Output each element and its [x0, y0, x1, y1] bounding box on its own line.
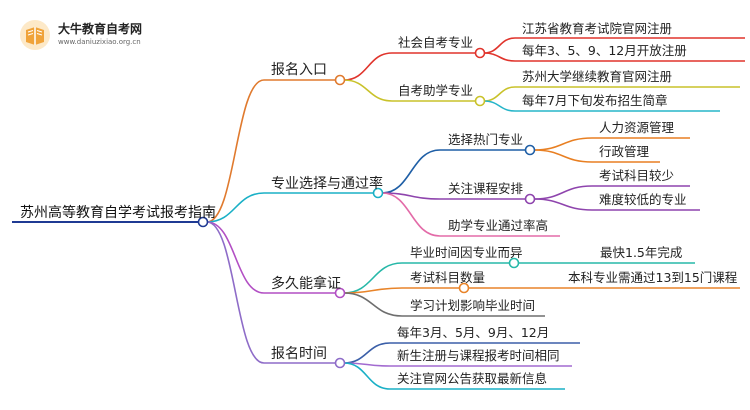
site-logo[interactable]: 大牛教育自考网 www.daniuzixiao.org.cn — [16, 14, 176, 54]
edge-b1-c2-l1 — [483, 86, 516, 102]
toggle-b4[interactable] — [334, 357, 346, 369]
node-popular-majors[interactable]: 选择热门专业 — [448, 132, 524, 147]
node-official-notice[interactable]: 关注官网公告获取最新信息 — [397, 371, 548, 386]
logo-title: 大牛教育自考网 — [58, 22, 143, 36]
edge-b1-c1-l2 — [483, 52, 516, 62]
toggle-b1[interactable] — [334, 74, 346, 86]
edge-root-b3 — [206, 221, 265, 294]
edge-b2-c2-l2 — [533, 198, 593, 211]
edge-root-b4 — [206, 221, 265, 364]
leaf-easier-major[interactable]: 难度较低的专业 — [599, 192, 687, 207]
edge-b3-c3 — [343, 292, 403, 317]
edge-b1-c2-l2 — [483, 100, 516, 112]
toggle-b3-c2[interactable] — [458, 282, 470, 294]
edge-b2-c2-l1 — [533, 185, 593, 200]
edge-b1-c1-l1 — [483, 37, 516, 54]
root-collapse-toggle[interactable] — [197, 216, 209, 228]
edge-b1-c1 — [343, 52, 393, 81]
node-same-time[interactable]: 新生注册与课程报考时间相同 — [397, 348, 560, 363]
leaf-july-brochure[interactable]: 每年7月下旬发布招生简章 — [522, 93, 668, 108]
edge-root-b1 — [206, 79, 265, 223]
edge-b4-c1 — [343, 342, 391, 364]
root-node-label[interactable]: 苏州高等教育自学考试报考指南 — [20, 205, 216, 221]
edge-b3-c2 — [343, 287, 403, 294]
branch-registration-entry[interactable]: 报名入口 — [271, 62, 327, 78]
node-assisted-pass-rate[interactable]: 助学专业通过率高 — [448, 218, 549, 233]
book-logo-icon — [20, 20, 50, 50]
toggle-b2[interactable] — [372, 187, 384, 199]
toggle-b2-c2[interactable] — [524, 193, 536, 205]
edge-b2-c3 — [381, 192, 441, 237]
edge-b2-c1-l2 — [533, 149, 593, 163]
node-assisted-study[interactable]: 自考助学专业 — [398, 83, 474, 98]
leaf-13-to-15-courses[interactable]: 本科专业需通过13到15门课程 — [568, 270, 738, 285]
edge-b2-c1-l1 — [533, 137, 593, 151]
node-study-plan[interactable]: 学习计划影响毕业时间 — [410, 298, 536, 313]
edge-b1-c2 — [343, 79, 393, 102]
node-graduation-time[interactable]: 毕业时间因专业而异 — [410, 245, 523, 260]
node-course-arrangement[interactable]: 关注课程安排 — [448, 181, 524, 196]
edge-b2-c1 — [381, 149, 441, 194]
branch-registration-time[interactable]: 报名时间 — [271, 346, 327, 362]
leaf-admin-management[interactable]: 行政管理 — [599, 144, 650, 159]
logo-url: www.daniuzixiao.org.cn — [58, 38, 141, 46]
toggle-b3-c1[interactable] — [508, 257, 520, 269]
branch-major-selection[interactable]: 专业选择与通过率 — [271, 176, 383, 192]
edge-root-b2 — [206, 192, 265, 223]
leaf-open-months[interactable]: 每年3、5、9、12月开放注册 — [522, 43, 687, 58]
node-exam-count[interactable]: 考试科目数量 — [410, 270, 486, 285]
node-months[interactable]: 每年3月、5月、9月、12月 — [397, 325, 550, 340]
edge-b4-c3 — [343, 362, 391, 390]
branch-how-long[interactable]: 多久能拿证 — [271, 276, 341, 292]
node-social-self-study[interactable]: 社会自考专业 — [398, 35, 474, 50]
leaf-fastest-1-5-years[interactable]: 最快1.5年完成 — [600, 245, 683, 260]
leaf-suzhou-univ-register[interactable]: 苏州大学继续教育官网注册 — [522, 69, 673, 84]
leaf-fewer-subjects[interactable]: 考试科目较少 — [599, 168, 675, 183]
leaf-jiangsu-exam-register[interactable]: 江苏省教育考试院官网注册 — [522, 21, 673, 36]
toggle-b1-c2[interactable] — [474, 95, 486, 107]
toggle-b2-c1[interactable] — [524, 144, 536, 156]
toggle-b1-c1[interactable] — [474, 47, 486, 59]
leaf-hr-management[interactable]: 人力资源管理 — [599, 120, 675, 135]
toggle-b3[interactable] — [334, 287, 346, 299]
